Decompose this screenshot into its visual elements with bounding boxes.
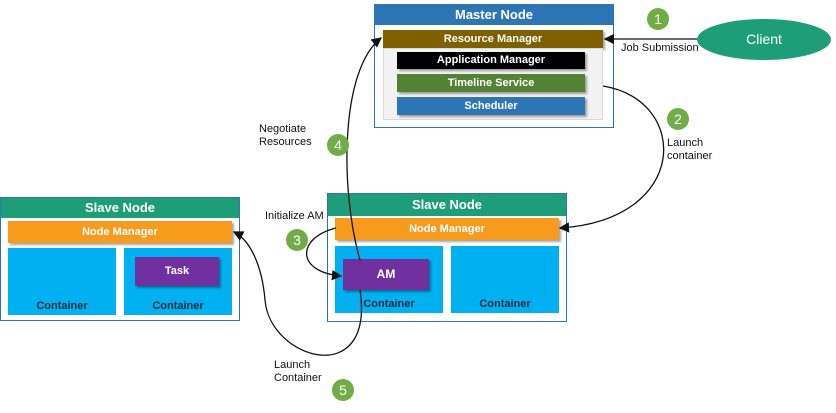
am-box: AM bbox=[343, 259, 429, 290]
node-manager-center: Node Manager bbox=[335, 218, 559, 240]
step-5-label: Launch Container bbox=[274, 359, 322, 385]
step-4-label-line2: Resources bbox=[259, 136, 312, 148]
scheduler-box: Scheduler bbox=[397, 97, 585, 115]
container-label: Container bbox=[152, 300, 204, 312]
timeline-service-box: Timeline Service bbox=[397, 74, 585, 92]
step-1-label: Job Submission bbox=[621, 42, 699, 54]
step-4-label-line1: Negotiate bbox=[259, 123, 307, 135]
container-left-1: Container bbox=[8, 248, 116, 315]
arrow-launch-container bbox=[558, 85, 665, 233]
arrow-launch-container-left bbox=[232, 231, 363, 356]
step-4-label: Negotiate Resources bbox=[259, 123, 312, 149]
task-box: Task bbox=[135, 257, 219, 286]
container-center-2: Container bbox=[451, 246, 559, 313]
step-2-label-line2: container bbox=[667, 150, 713, 162]
client-ellipse: Client bbox=[697, 19, 831, 60]
step-5-label-line2: Container bbox=[274, 372, 322, 384]
container-label: Container bbox=[363, 298, 415, 310]
node-manager-left: Node Manager bbox=[8, 221, 232, 243]
step-2-label: Launch container bbox=[667, 137, 712, 163]
step-2-label-line1: Launch bbox=[667, 137, 704, 149]
slave-node-center-title: Slave Node bbox=[328, 194, 566, 216]
container-label: Container bbox=[36, 300, 88, 312]
step-5-circle: 5 bbox=[332, 379, 354, 401]
step-3-circle: 3 bbox=[286, 229, 308, 251]
master-node-title: Master Node bbox=[375, 5, 613, 25]
resource-manager-box: Resource Manager bbox=[383, 30, 603, 48]
arrow-negotiate-resources bbox=[346, 37, 383, 261]
container-label: Container bbox=[479, 298, 531, 310]
step-3-label: Initialize AM bbox=[265, 210, 324, 222]
step-4-circle: 4 bbox=[327, 134, 349, 156]
application-manager-box: Application Manager bbox=[397, 52, 585, 69]
step-2-circle: 2 bbox=[667, 108, 689, 130]
step-1-circle: 1 bbox=[647, 8, 669, 30]
arrow-initialize-am bbox=[306, 227, 343, 281]
slave-node-left-title: Slave Node bbox=[1, 198, 239, 218]
step-5-label-line1: Launch bbox=[274, 359, 311, 371]
